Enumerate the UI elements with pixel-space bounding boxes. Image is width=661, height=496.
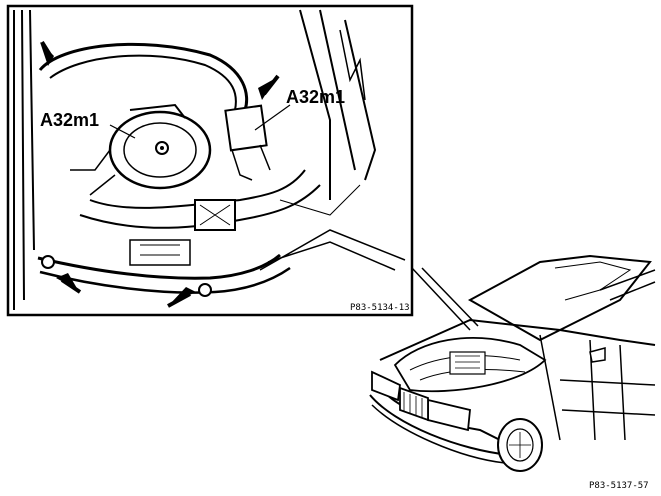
inset-reference-code: P83-5134-13 xyxy=(350,303,410,313)
car-illustration xyxy=(369,254,656,472)
inset-detail xyxy=(6,4,414,317)
component-label-right: A32m1 xyxy=(286,87,345,107)
component-label-left: A32m1 xyxy=(40,110,99,130)
inset-pointer xyxy=(411,267,479,331)
figure-reference-code: P83-5137-57 xyxy=(589,481,649,491)
